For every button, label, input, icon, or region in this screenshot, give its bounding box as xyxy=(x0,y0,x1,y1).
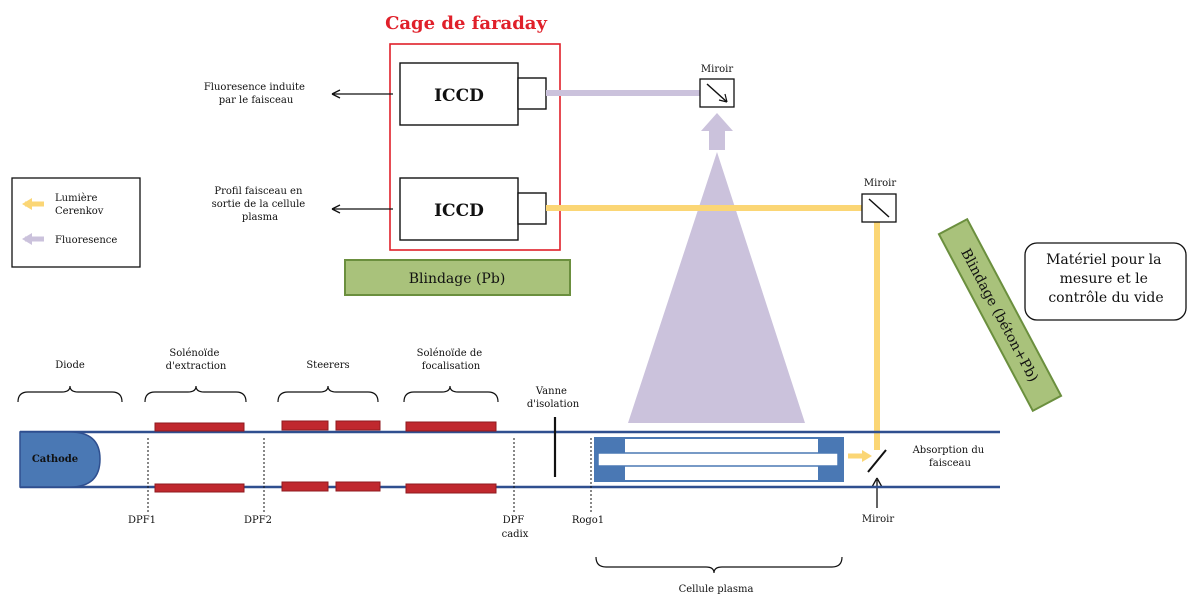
beam-pipe xyxy=(20,430,1000,489)
cerenkov-arrow-head xyxy=(862,450,872,462)
output-bottom-text: Profil faisceau en sortie de la cellule … xyxy=(212,186,309,223)
section-valve-label: Vanne d'isolation xyxy=(527,386,580,410)
vacuum-box-text: Matériel pour la mesure et le contrôle d… xyxy=(1046,252,1166,306)
absorption-label: Absorption du faisceau xyxy=(912,445,988,469)
plasma-cell xyxy=(594,437,844,482)
magnets xyxy=(154,420,497,494)
iccd-bottom-label: ICCD xyxy=(434,201,484,221)
faraday-cage-title: Cage de faraday xyxy=(385,13,547,34)
output-arrow-bottom xyxy=(331,204,393,214)
output-top-text: Fluoresence induite par le faisceau xyxy=(204,82,308,106)
mirror-top-label: Miroir xyxy=(701,64,733,75)
dpf2-label: DPF2 xyxy=(244,515,272,526)
focus-solenoid-top xyxy=(405,421,497,432)
mirror-bottom-label: Miroir xyxy=(862,514,894,525)
section-extraction-label: Solénoïde d'extraction xyxy=(166,348,227,372)
shield-pb: Blindage (Pb) xyxy=(344,259,571,296)
steerer-2-bottom xyxy=(335,481,381,492)
legend-fluorescence-label: Fluoresence xyxy=(55,235,117,246)
section-braces-top xyxy=(17,385,499,403)
plasma-cell-brace xyxy=(595,556,843,574)
cathode-label: Cathode xyxy=(32,454,78,465)
faraday-cage-frame xyxy=(389,43,561,251)
section-steerers-label: Steerers xyxy=(306,360,349,371)
diagnostic-markers xyxy=(147,438,592,512)
steerer-1-top xyxy=(281,420,329,431)
extraction-solenoid-bottom xyxy=(154,483,245,493)
dpf1-label: DPF1 xyxy=(128,515,156,526)
mirror-right: Miroir xyxy=(861,178,897,223)
mirror-bottom: Miroir xyxy=(862,449,894,525)
section-focus-label: Solénoïde de focalisation xyxy=(417,348,486,372)
legend-box: Lumière Cerenkov Fluoresence xyxy=(11,177,141,268)
plasma-cell-label: Cellule plasma xyxy=(679,584,754,595)
vacuum-equipment-box: Matériel pour la mesure et le contrôle d… xyxy=(1024,242,1187,321)
fluorescence-up-arrow xyxy=(701,113,733,150)
iccd-camera-top: ICCD xyxy=(399,62,547,126)
cathode: Cathode xyxy=(19,431,101,488)
steerer-1-bottom xyxy=(281,481,329,492)
iccd-camera-bottom: ICCD xyxy=(399,177,547,241)
iccd-top-label: ICCD xyxy=(434,86,484,106)
legend-cerenkov-label: Lumière Cerenkov xyxy=(55,193,104,217)
steerer-2-top xyxy=(335,420,381,431)
dpf-cadix-label: DPF cadix xyxy=(502,515,529,540)
shield-pb-label: Blindage (Pb) xyxy=(409,271,506,287)
mirror-right-label: Miroir xyxy=(864,178,896,189)
section-diode-label: Diode xyxy=(55,360,85,371)
output-arrow-top xyxy=(331,89,393,99)
mirror-top: Miroir xyxy=(699,64,735,108)
fluorescence-cone xyxy=(628,152,805,423)
extraction-solenoid-top xyxy=(154,422,245,432)
focus-solenoid-bottom xyxy=(405,483,497,494)
rogo1-label: Rogo1 xyxy=(572,515,604,526)
